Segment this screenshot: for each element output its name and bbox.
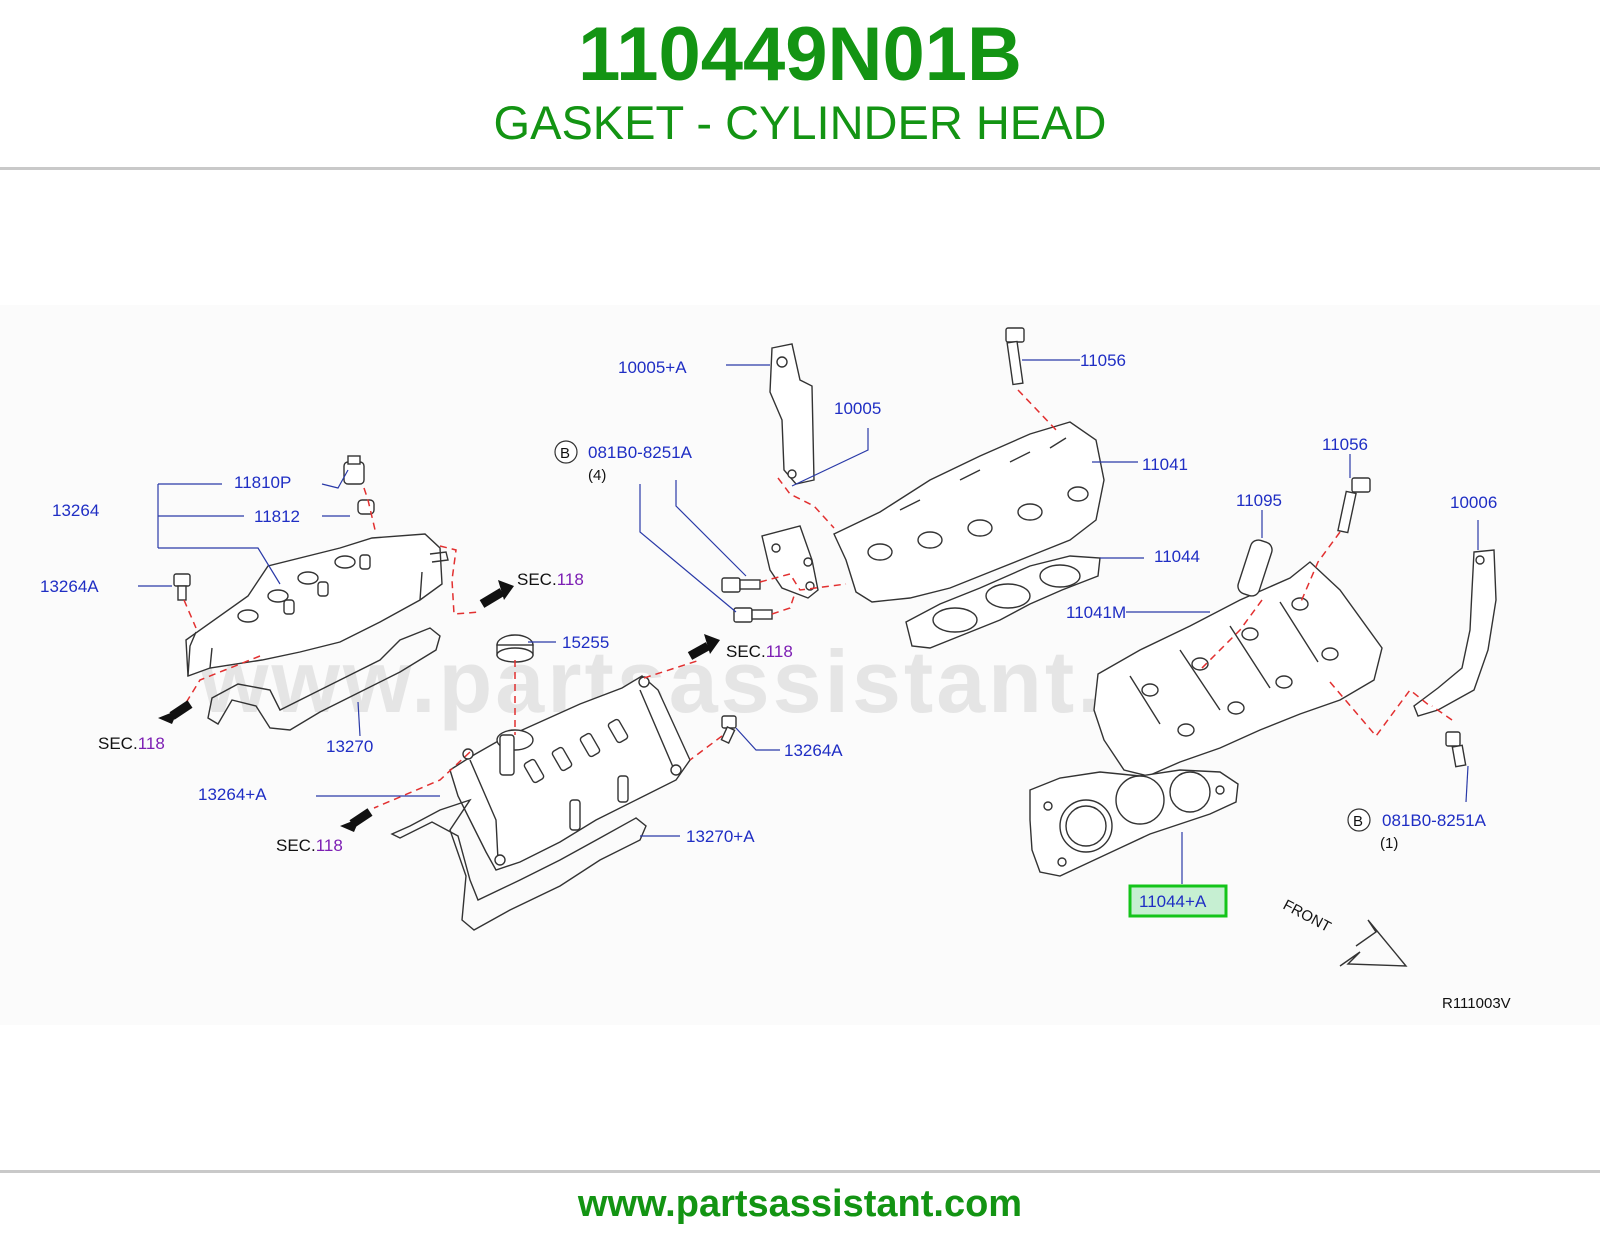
label-13264a-right[interactable]: 13264A [784, 741, 843, 760]
label-bolt-b-left-qty: (4) [588, 467, 606, 484]
parts-diagram: www.partsassistant.com [0, 305, 1600, 1025]
bolt-b-right [1445, 731, 1467, 768]
label-15255[interactable]: 15255 [562, 633, 609, 652]
label-13264pa[interactable]: 13264+A [198, 785, 267, 804]
label-13264a-left[interactable]: 13264A [40, 577, 99, 596]
front-arrow-icon [1339, 919, 1408, 967]
dowel-11095 [1237, 539, 1273, 597]
label-11095[interactable]: 11095 [1236, 491, 1282, 510]
head-bolt-11056-right [1337, 477, 1371, 534]
label-ref-code: R111003V [1442, 995, 1511, 1012]
page-header: 110449N01B GASKET - CYLINDER HEAD [0, 0, 1600, 168]
bolt-13264a-right [720, 715, 737, 744]
label-bolt-b-right-qty: (1) [1380, 835, 1398, 852]
label-11044[interactable]: 11044 [1154, 547, 1200, 566]
bolt-b-left-1 [721, 577, 761, 593]
sec-arrow-4 [340, 808, 373, 832]
cylinder-head-11041[interactable] [833, 421, 1105, 603]
footer-site-link[interactable]: www.partsassistant.com [577, 1183, 1023, 1225]
label-11810p[interactable]: 11810P [234, 473, 291, 492]
label-11812[interactable]: 11812 [254, 507, 300, 526]
footer-divider [0, 1170, 1600, 1173]
head-gasket-11044 [905, 555, 1101, 649]
highlighted-part-label[interactable]: 11044+A [1128, 884, 1228, 918]
oil-filler-cap-left [343, 455, 365, 485]
label-bolt-b-right[interactable]: 081B0-8251A [1382, 811, 1487, 830]
sec-arrow-3 [158, 700, 193, 724]
label-11056-top[interactable]: 11056 [1080, 351, 1126, 370]
label-11056-right[interactable]: 11056 [1322, 435, 1368, 454]
cylinder-head-11041m[interactable] [1093, 561, 1383, 777]
sec-arrow-1 [479, 580, 514, 608]
sec-ref-3[interactable]: SEC.118 [98, 734, 165, 753]
bolt-b-left-2 [733, 607, 773, 623]
seal-11812 [357, 499, 375, 515]
label-13264[interactable]: 13264 [52, 501, 99, 520]
oil-filler-cap-15255 [496, 634, 534, 663]
bracket-10006 [1413, 549, 1497, 717]
sec-ref-1[interactable]: SEC.118 [517, 570, 584, 589]
label-10005[interactable]: 10005 [834, 399, 881, 418]
bolt-13264a-left [173, 573, 191, 601]
bracket-10005a [769, 343, 815, 485]
svg-text:B: B [560, 445, 570, 462]
label-bolt-b-left[interactable]: 081B0-8251A [588, 443, 693, 462]
label-front: FRONT [1280, 897, 1334, 936]
part-name-subtitle: GASKET - CYLINDER HEAD [493, 96, 1107, 149]
sec-ref-4[interactable]: SEC.118 [276, 836, 343, 855]
b-marker-right: B [1347, 808, 1371, 832]
alignment-dashes [183, 389, 1453, 809]
rocker-cover-left[interactable] [185, 533, 449, 677]
rocker-cover-gasket-right [390, 798, 647, 931]
label-13270[interactable]: 13270 [326, 737, 373, 756]
header-divider [0, 167, 1600, 170]
label-13270pa[interactable]: 13270+A [686, 827, 755, 846]
label-10005a[interactable]: 10005+A [618, 358, 687, 377]
label-10006[interactable]: 10006 [1450, 493, 1497, 512]
exploded-view-diagram: www.partsassistant.com [40, 327, 1511, 1012]
rocker-cover-gasket-left [207, 627, 441, 731]
rocker-cover-right[interactable] [449, 675, 691, 871]
part-number-title: 110449N01B [578, 12, 1022, 97]
svg-text:B: B [1353, 813, 1363, 830]
head-bolt-11056-top [1005, 327, 1025, 386]
head-gasket-11044a[interactable] [1029, 769, 1239, 877]
bracket-10005 [761, 525, 819, 599]
b-marker-left: B [554, 440, 578, 464]
sec-ref-2[interactable]: SEC.118 [726, 642, 793, 661]
sec-arrow-2 [687, 634, 720, 660]
leader-lines [138, 359, 1479, 884]
label-11041[interactable]: 11041 [1142, 455, 1188, 474]
label-11044pa[interactable]: 11044+A [1139, 892, 1207, 911]
label-11041m[interactable]: 11041M [1066, 603, 1126, 622]
